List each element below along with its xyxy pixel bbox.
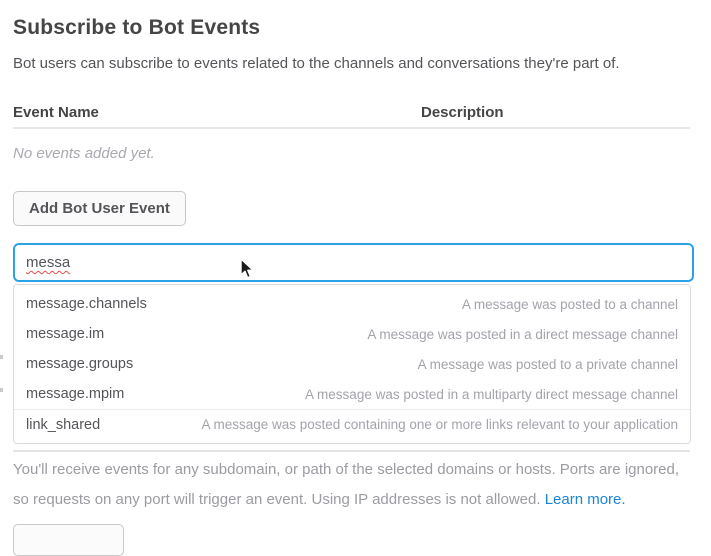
- column-header-event-name: Event Name: [13, 104, 99, 121]
- column-header-description: Description: [421, 104, 504, 121]
- add-bot-user-event-button[interactable]: Add Bot User Event: [13, 191, 186, 226]
- event-search-input[interactable]: messa: [13, 243, 694, 282]
- suggestion-item[interactable]: message.channels A message was posted to…: [14, 289, 690, 319]
- suggestion-item[interactable]: message.groups A message was posted to a…: [14, 349, 690, 379]
- suggestion-item[interactable]: message.mpim A message was posted in a m…: [14, 379, 690, 409]
- event-search-input-value: messa: [26, 254, 71, 271]
- suggestion-event-description: A message was posted containing one or m…: [201, 417, 678, 432]
- page-title: Subscribe to Bot Events: [13, 16, 261, 39]
- suggestion-event-name: message.im: [26, 326, 105, 342]
- page-description: Bot users can subscribe to events relate…: [13, 55, 620, 72]
- suggestion-item[interactable]: link_shared A message was posted contain…: [14, 409, 690, 439]
- section-divider: [13, 450, 690, 452]
- suggestion-event-name: message.groups: [26, 356, 134, 372]
- underlying-text-artifact: [0, 355, 3, 359]
- footer-note: You'll receive events for any subdomain,…: [13, 455, 681, 515]
- underlying-text-artifact: [0, 388, 3, 392]
- partial-button-cutoff[interactable]: [13, 524, 124, 556]
- suggestion-event-description: A message was posted in a direct message…: [367, 326, 678, 342]
- suggestion-event-name: message.mpim: [26, 386, 125, 402]
- suggestion-event-description: A message was posted in a multiparty dir…: [305, 386, 678, 402]
- suggestion-event-name: link_shared: [26, 416, 101, 433]
- empty-events-message: No events added yet.: [13, 145, 155, 162]
- learn-more-link[interactable]: Learn more.: [544, 491, 626, 508]
- suggestion-event-name: message.channels: [26, 296, 147, 312]
- suggestion-item[interactable]: message.im A message was posted in a dir…: [14, 319, 690, 349]
- event-suggestions-dropdown: message.channels A message was posted to…: [13, 284, 691, 444]
- table-header-divider: [13, 127, 690, 129]
- bot-events-settings-page: Subscribe to Bot Events Bot users can su…: [0, 16, 694, 556]
- suggestion-event-description: A message was posted to a channel: [461, 296, 678, 312]
- footer-note-text: You'll receive events for any subdomain,…: [13, 461, 680, 508]
- suggestion-event-description: A message was posted to a private channe…: [417, 356, 678, 372]
